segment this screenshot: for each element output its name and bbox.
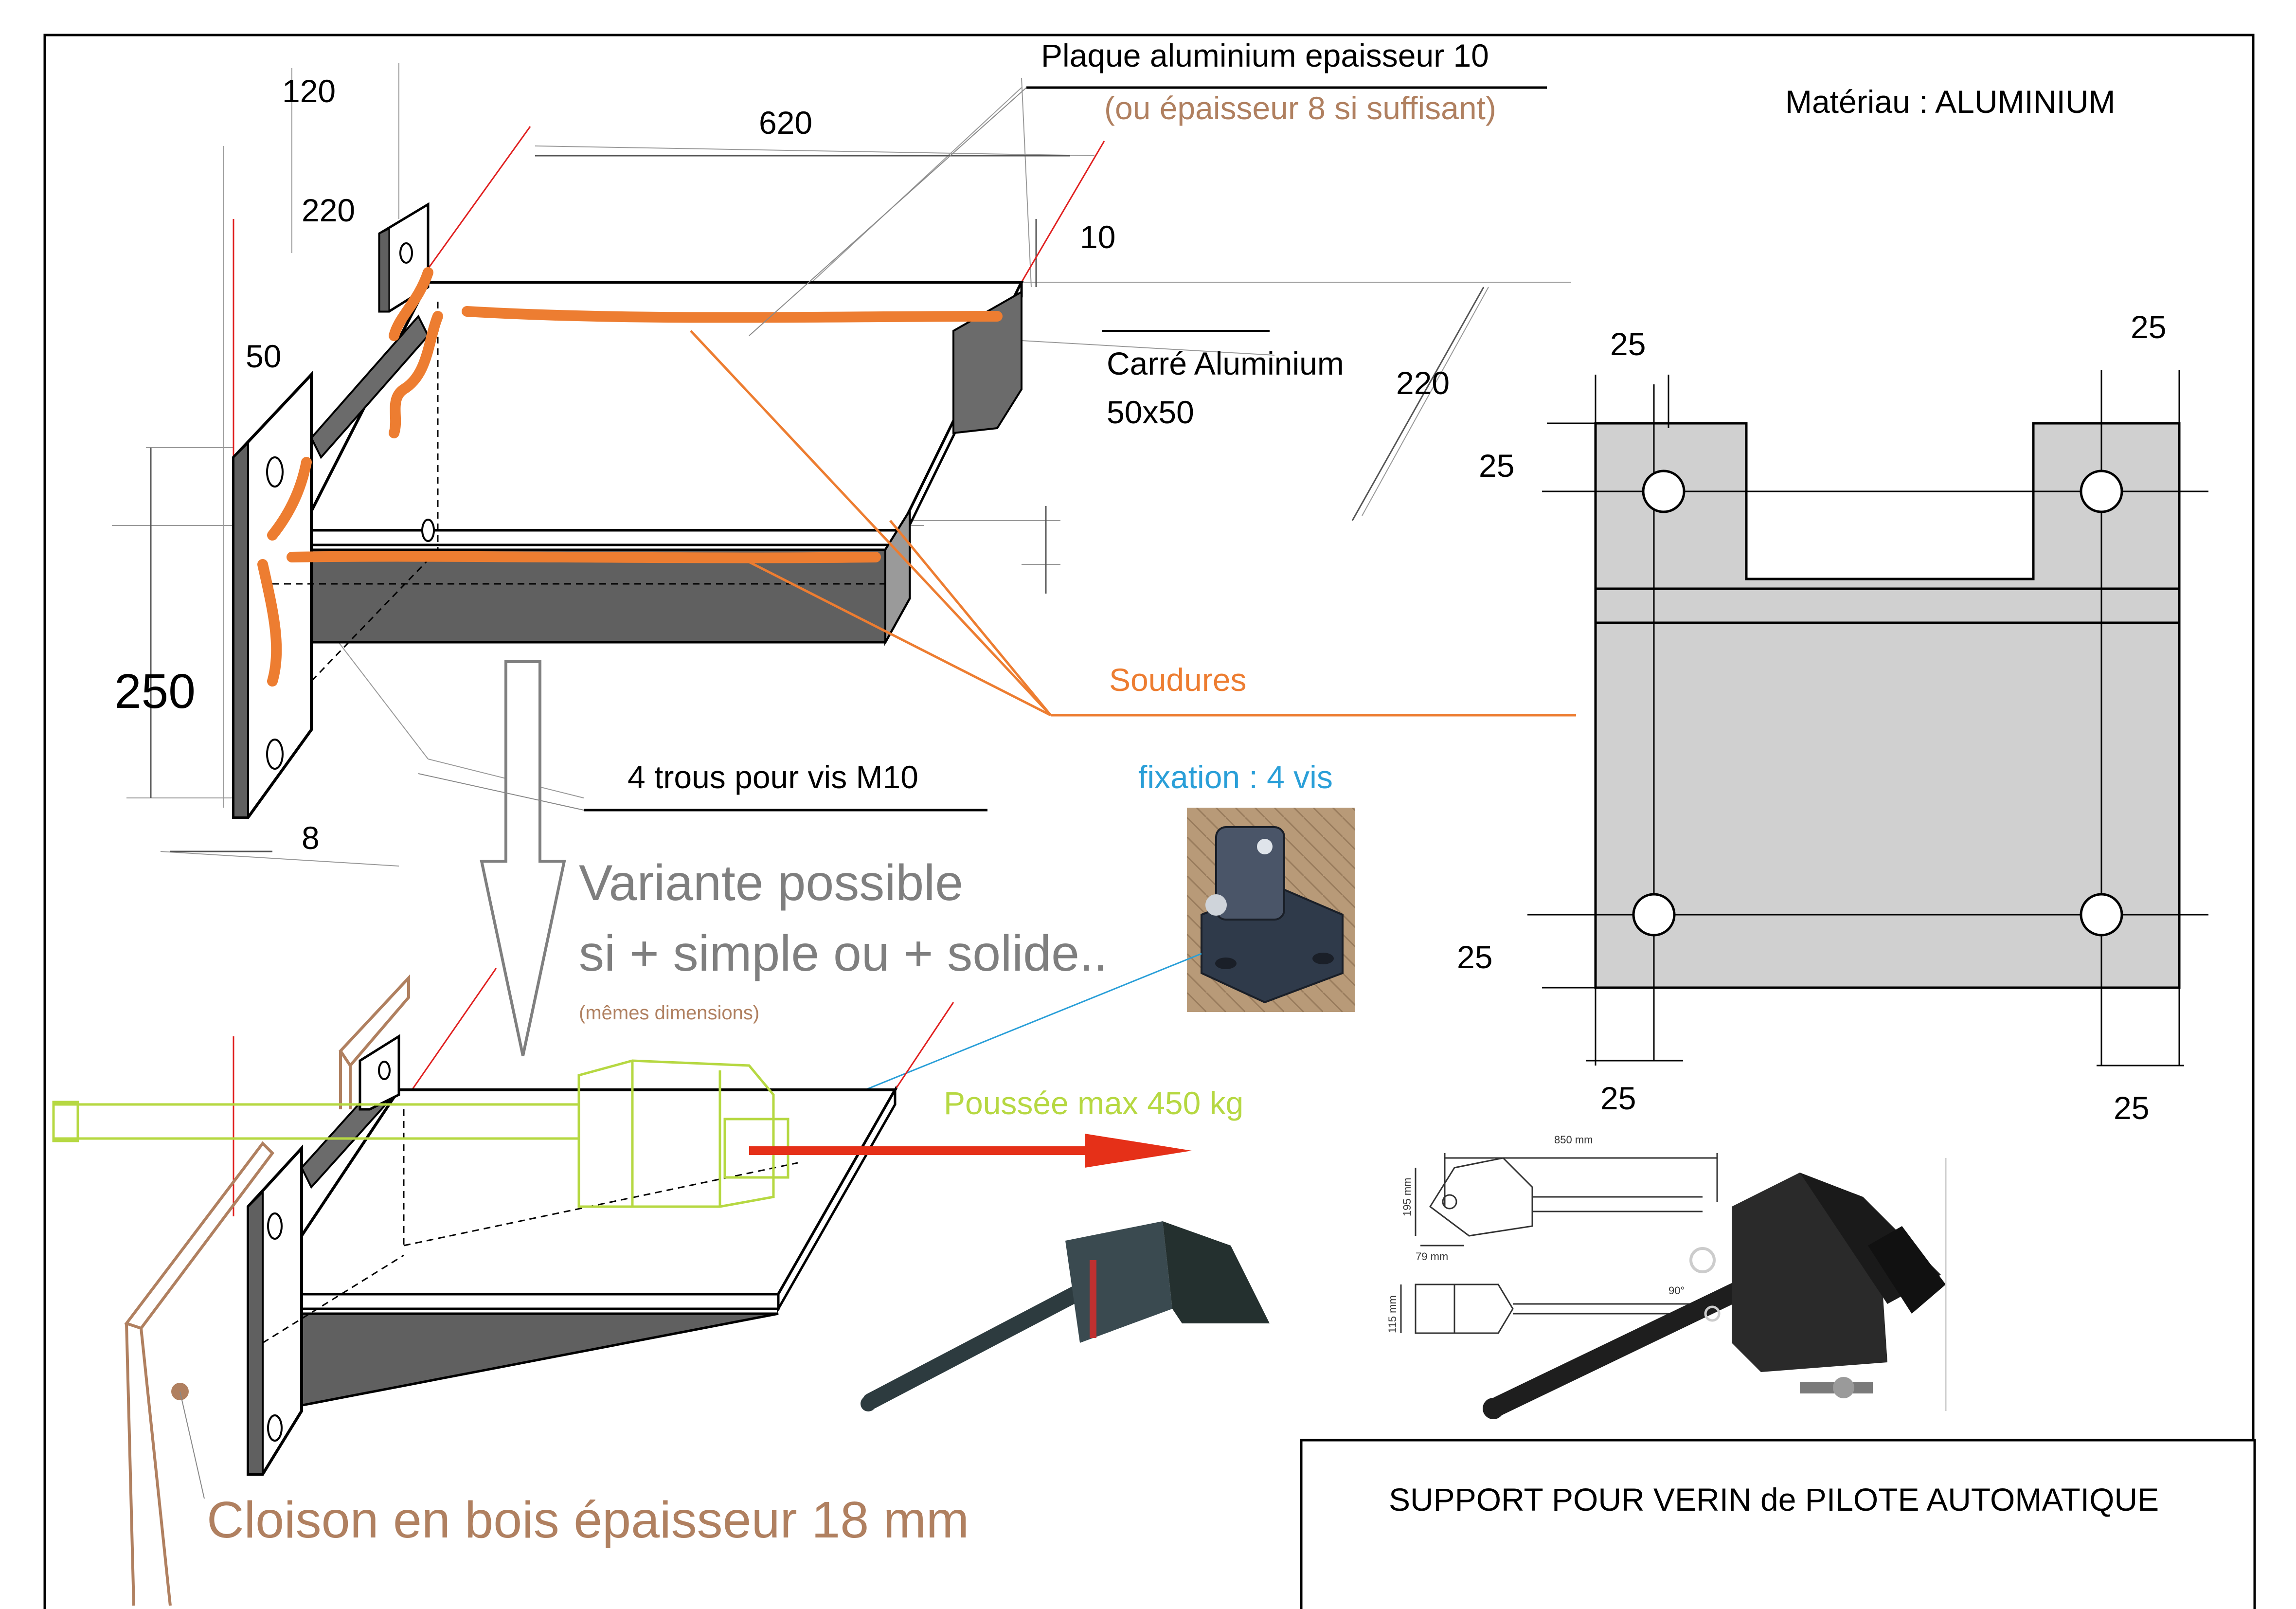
- plate-dim-left-bottom: 25: [1457, 939, 1492, 975]
- variante-line1: Variante possible: [579, 855, 963, 911]
- dim-220-top: 220: [302, 192, 355, 228]
- dim-50: 50: [246, 338, 281, 374]
- spec-width-a: 79 mm: [1416, 1250, 1448, 1263]
- variante-line2: si + simple ou + solide..: [579, 925, 1108, 982]
- plaque-title: Plaque aluminium epaisseur 10: [1041, 37, 1489, 73]
- bracket-3d-variant: [52, 968, 954, 1606]
- actuator-photo: [861, 1221, 1270, 1411]
- carre-label-line2: 50x50: [1107, 394, 1194, 430]
- dim-620: 620: [759, 105, 812, 141]
- plate-front-view: [1527, 370, 2208, 1067]
- fixation-label: fixation : 4 vis: [1138, 759, 1333, 795]
- plate-dim-bottom-right: 25: [2114, 1090, 2149, 1126]
- memes-dimensions: (mêmes dimensions): [579, 1002, 759, 1024]
- actuator-photo-right: [1483, 1173, 1946, 1419]
- actuator-spec-drawing: [1400, 1153, 1718, 1334]
- plaque-note: (ou épaisseur 8 si suffisant): [1104, 90, 1496, 126]
- soudures-label: Soudures: [1109, 662, 1247, 698]
- plate-dim-top-left: 25: [1610, 326, 1646, 362]
- trous-label: 4 trous pour vis M10: [628, 759, 918, 795]
- spec-length: 850 mm: [1554, 1134, 1593, 1146]
- cloison-label: Cloison en bois épaisseur 18 mm: [207, 1491, 969, 1549]
- spec-height-b: 115 mm: [1386, 1295, 1399, 1333]
- title-block: [1300, 1439, 2256, 1609]
- spec-height-a: 195 mm: [1401, 1178, 1413, 1216]
- dim-120: 120: [282, 73, 336, 109]
- dim-250: 250: [114, 664, 196, 719]
- carre-label-line1: Carré Aluminium: [1107, 345, 1344, 381]
- bracket-3d-main: [112, 63, 1571, 867]
- materiau-label: Matériau : ALUMINIUM: [1785, 84, 2116, 120]
- dim-8: 8: [302, 820, 320, 856]
- fixation-photo: [1187, 808, 1355, 1012]
- plate-dim-bottom-left: 25: [1600, 1080, 1636, 1116]
- down-arrow: [480, 660, 566, 1056]
- plate-dim-top-right: 25: [2131, 309, 2166, 345]
- dim-10: 10: [1080, 219, 1115, 255]
- dim-220-side: 220: [1396, 365, 1450, 401]
- title-block-text: SUPPORT POUR VERIN de PILOTE AUTOMATIQUE: [1389, 1482, 2159, 1518]
- plate-dim-left-top: 25: [1479, 448, 1514, 484]
- sheet-border: [43, 34, 2255, 1609]
- spec-angle: 90°: [1668, 1284, 1685, 1297]
- poussee-label: Poussée max 450 kg: [944, 1085, 1243, 1121]
